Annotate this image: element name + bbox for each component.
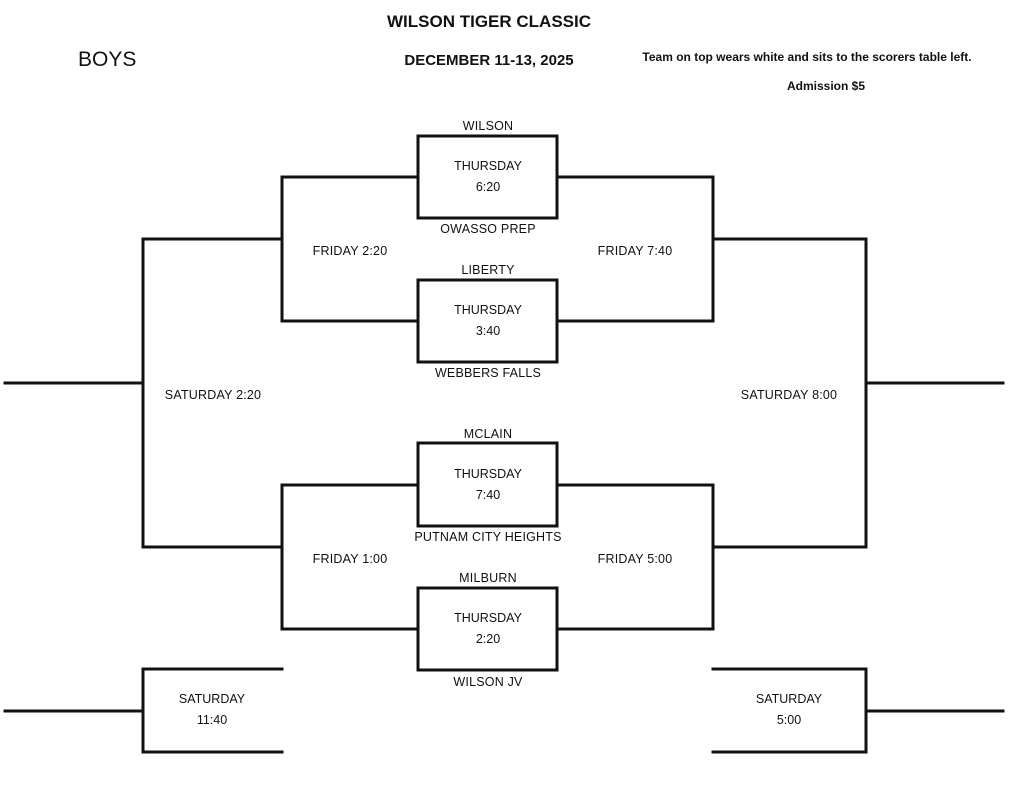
team-bottom-g3: PUTNAM CITY HEIGHTS — [414, 530, 562, 544]
team-bottom-g2: WEBBERS FALLS — [434, 366, 542, 380]
game-time: 7:40 — [475, 488, 501, 502]
game-day: THURSDAY — [454, 611, 522, 625]
left-semi-bottom-bracket — [280, 483, 420, 631]
page-title: WILSON TIGER CLASSIC — [387, 12, 591, 31]
left-semi-top-bracket — [280, 175, 420, 323]
game-time: 3:40 — [475, 324, 501, 338]
game-time: 11:40 — [196, 713, 228, 727]
right-semi-top-bracket — [555, 175, 715, 323]
left-extra-game-time: SATURDAY 11:40 — [179, 689, 245, 731]
right-extra-game-time: SATURDAY 5:00 — [756, 689, 822, 731]
right-semi-bottom-time: FRIDAY 5:00 — [597, 552, 673, 566]
tournament-dates: DECEMBER 11-13, 2025 — [404, 52, 574, 69]
game-day: THURSDAY — [454, 303, 522, 317]
right-final-time: SATURDAY 8:00 — [740, 388, 838, 402]
left-extra-bracket — [3, 667, 284, 754]
game-time: 6:20 — [475, 180, 501, 194]
left-semi-bottom-time: FRIDAY 1:00 — [312, 552, 388, 566]
division-label: BOYS — [78, 48, 137, 71]
game-day: SATURDAY — [178, 692, 246, 706]
game-day: THURSDAY — [454, 159, 522, 173]
team-bottom-g4: WILSON JV — [453, 675, 523, 689]
right-final-bracket — [711, 237, 1005, 549]
left-semi-top-time: FRIDAY 2:20 — [312, 244, 388, 258]
team-top-g3: MCLAIN — [463, 427, 513, 441]
right-semi-bottom-bracket — [555, 483, 715, 631]
left-final-bracket — [3, 237, 284, 549]
uniform-note: Team on top wears white and sits to the … — [642, 50, 972, 64]
game-day: THURSDAY — [454, 467, 522, 481]
team-bottom-g1: OWASSO PREP — [440, 222, 536, 236]
game-time: 2:20 — [475, 632, 501, 646]
admission-price: Admission $5 — [786, 79, 866, 93]
team-top-g4: MILBURN — [459, 571, 517, 585]
right-extra-bracket — [711, 667, 1005, 754]
team-top-g1: WILSON — [462, 119, 514, 133]
game-time: 5:00 — [776, 713, 802, 727]
game-day: SATURDAY — [755, 692, 823, 706]
left-final-time: SATURDAY 2:20 — [164, 388, 262, 402]
team-top-g2: LIBERTY — [461, 263, 515, 277]
game-time-g3: THURSDAY 7:40 — [454, 464, 522, 506]
right-semi-top-time: FRIDAY 7:40 — [597, 244, 673, 258]
game-time-g4: THURSDAY 2:20 — [454, 608, 522, 650]
game-time-g2: THURSDAY 3:40 — [454, 300, 522, 342]
game-time-g1: THURSDAY 6:20 — [454, 156, 522, 198]
